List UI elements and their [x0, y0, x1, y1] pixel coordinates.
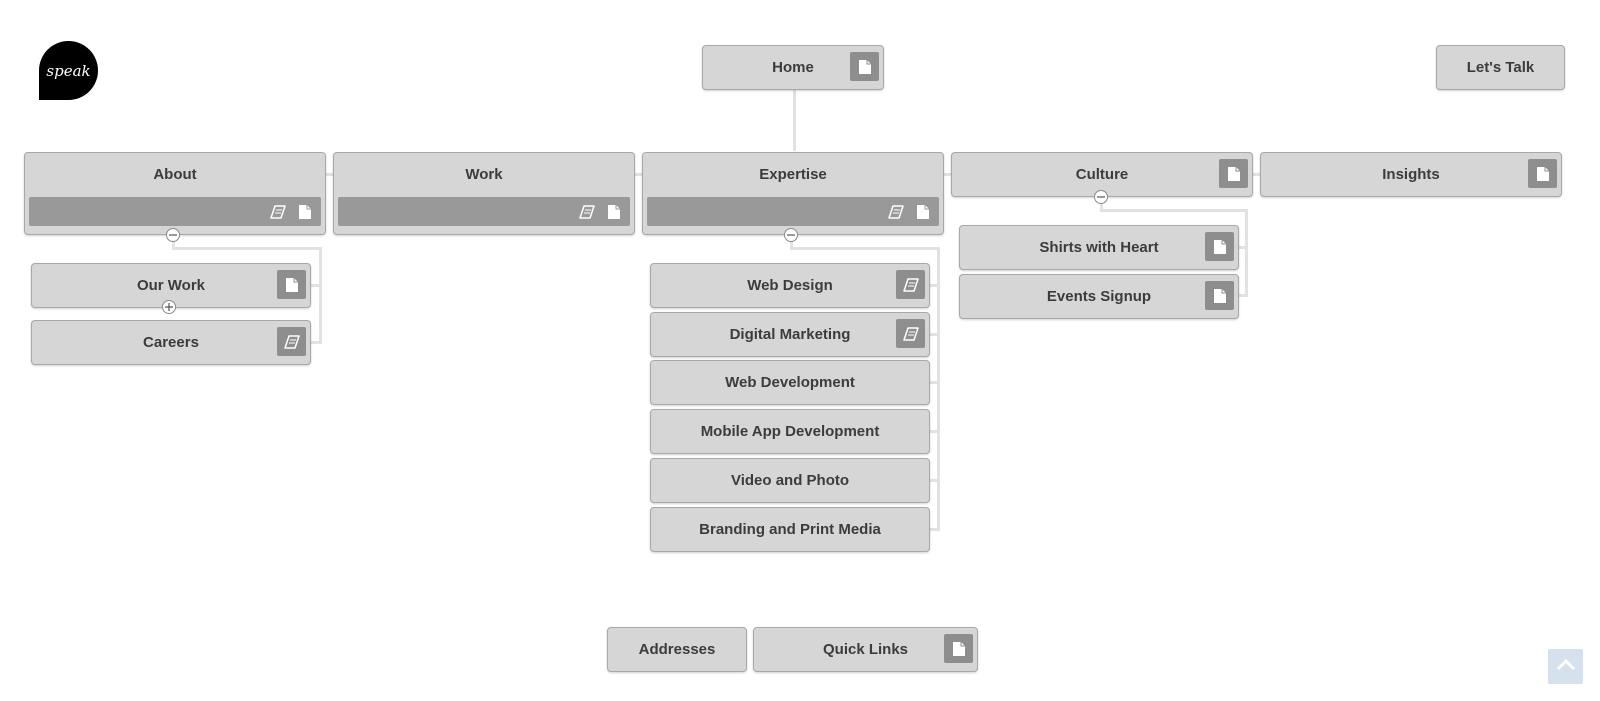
node-video-and-photo[interactable]: Video and Photo: [650, 458, 930, 503]
node-label: Shirts with Heart: [1039, 239, 1159, 256]
node-branding-and-print-media[interactable]: Branding and Print Media: [650, 507, 930, 552]
connector-culture-vertical: [1245, 209, 1248, 297]
node-toolbar: [338, 197, 630, 226]
node-toolbar: [29, 197, 321, 226]
node-label: Expertise: [759, 166, 827, 183]
node-about[interactable]: About: [24, 152, 326, 235]
node-label: Culture: [1075, 166, 1129, 183]
collapse-icon[interactable]: [784, 228, 798, 242]
node-label: Digital Marketing: [729, 326, 851, 343]
node-lets-talk[interactable]: Let's Talk: [1436, 45, 1565, 90]
connector-our-work: [310, 284, 322, 287]
node-quick-links[interactable]: Quick Links: [753, 627, 978, 672]
expand-icon[interactable]: [162, 300, 176, 314]
connector-expertise-vertical: [937, 247, 940, 531]
page-icon[interactable]: [605, 203, 623, 221]
page-icon[interactable]: [944, 634, 973, 663]
node-our-work[interactable]: Our Work: [31, 263, 311, 308]
connector-expertise-culture: [943, 173, 953, 176]
collapse-icon[interactable]: [1094, 190, 1108, 204]
node-addresses[interactable]: Addresses: [607, 627, 747, 672]
connector-expertise-horizontal: [790, 247, 940, 250]
node-label: Addresses: [638, 641, 716, 658]
node-events-signup[interactable]: Events Signup: [959, 274, 1239, 319]
page-icon[interactable]: [296, 203, 314, 221]
node-label: Branding and Print Media: [699, 521, 881, 538]
connector-about-vertical: [319, 247, 322, 344]
node-label: Events Signup: [1046, 288, 1152, 305]
node-label: Insights: [1382, 166, 1440, 183]
connector-about-work: [325, 173, 335, 176]
node-toolbar: [647, 197, 939, 226]
book-icon[interactable]: [578, 203, 596, 221]
node-careers[interactable]: Careers: [31, 320, 311, 365]
node-digital-marketing[interactable]: Digital Marketing: [650, 312, 930, 357]
node-label: Let's Talk: [1466, 59, 1535, 76]
node-label: Web Design: [747, 277, 833, 294]
connector-careers: [310, 341, 322, 344]
node-culture[interactable]: Culture: [951, 152, 1253, 197]
connector-culture-stem: [1100, 203, 1103, 212]
connector-web-design: [928, 284, 940, 287]
node-web-design[interactable]: Web Design: [650, 263, 930, 308]
connector-work-expertise: [634, 173, 644, 176]
chevron-up-icon: [1556, 658, 1576, 676]
node-insights[interactable]: Insights: [1260, 152, 1562, 197]
node-label: About: [153, 166, 197, 183]
connector-home-trunk: [793, 88, 796, 151]
connector-branding: [928, 528, 940, 531]
book-icon[interactable]: [896, 319, 925, 348]
connector-events: [1236, 294, 1248, 297]
collapse-icon[interactable]: [166, 228, 180, 242]
book-icon[interactable]: [887, 203, 905, 221]
book-icon[interactable]: [896, 270, 925, 299]
node-work[interactable]: Work: [333, 152, 635, 235]
page-icon[interactable]: [914, 203, 932, 221]
page-icon[interactable]: [277, 270, 306, 299]
node-label: Our Work: [136, 277, 206, 294]
connector-digital-marketing: [928, 333, 940, 336]
connector-about-horizontal: [172, 247, 322, 250]
node-label: Careers: [143, 334, 199, 351]
book-icon[interactable]: [277, 327, 306, 356]
connector-culture-insights: [1252, 173, 1262, 176]
page-icon[interactable]: [1219, 159, 1248, 188]
connector-shirts: [1236, 246, 1248, 249]
logo-text: speak: [46, 61, 91, 80]
node-home[interactable]: Home: [702, 45, 884, 90]
node-label: Quick Links: [822, 641, 909, 658]
connector-expertise-stem: [790, 241, 793, 249]
node-label: Mobile App Development: [700, 423, 880, 440]
node-label: Home: [772, 59, 814, 76]
page-icon[interactable]: [1528, 159, 1557, 188]
book-icon[interactable]: [269, 203, 287, 221]
page-icon[interactable]: [850, 52, 879, 81]
connector-video-photo: [928, 479, 940, 482]
scroll-to-top-button[interactable]: [1548, 649, 1583, 684]
node-label: Web Development: [725, 374, 855, 391]
connector-mobile-app: [928, 430, 940, 433]
node-label: Work: [465, 166, 503, 183]
node-expertise[interactable]: Expertise: [642, 152, 944, 235]
node-shirts-with-heart[interactable]: Shirts with Heart: [959, 225, 1239, 270]
node-label: Video and Photo: [730, 472, 850, 489]
connector-web-development: [928, 381, 940, 384]
connector-about-stem: [172, 241, 175, 249]
page-icon[interactable]: [1205, 232, 1234, 261]
node-web-development[interactable]: Web Development: [650, 360, 930, 405]
node-mobile-app-development[interactable]: Mobile App Development: [650, 409, 930, 454]
page-icon[interactable]: [1205, 281, 1234, 310]
connector-culture-horizontal: [1100, 209, 1248, 212]
speak-logo[interactable]: speak: [39, 41, 98, 100]
